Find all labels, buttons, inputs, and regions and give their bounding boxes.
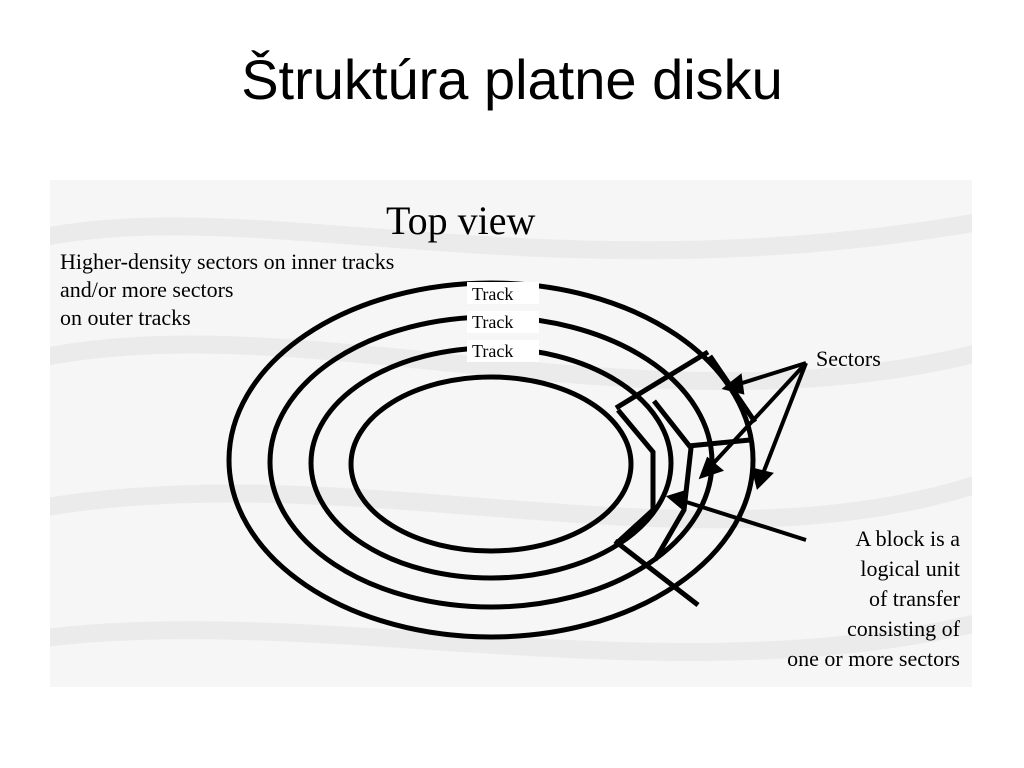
sector-boundary-upper xyxy=(614,349,710,411)
track-label-inner: Track xyxy=(472,341,513,361)
block-note-line-4: consisting of xyxy=(847,616,961,641)
track-labels: Track Track Track xyxy=(467,282,539,362)
background-swirls xyxy=(50,213,972,662)
track-label-middle: Track xyxy=(472,312,513,332)
block-note-line-2: logical unit xyxy=(860,556,960,581)
block-arrow xyxy=(665,489,807,542)
block-note-line-3: of transfer xyxy=(869,586,961,611)
sector-boundary-mid xyxy=(687,437,751,449)
block-note-line-1: A block is a xyxy=(856,526,961,551)
density-note-line-2: and/or more sectors xyxy=(60,277,234,302)
sectors-label: Sectors xyxy=(816,346,881,371)
innermost-track-ring xyxy=(348,374,634,554)
block-note-line-5: one or more sectors xyxy=(787,646,960,671)
density-note-line-1: Higher-density sectors on inner tracks xyxy=(60,249,394,274)
sectors-arrows xyxy=(698,361,808,490)
slide-title: Štruktúra platne disku xyxy=(241,48,783,111)
sector-boundaries xyxy=(613,349,758,607)
track-label-outer: Track xyxy=(472,284,513,304)
block-outline-outer xyxy=(652,399,694,562)
disk-platter-diagram: Top view Higher-density sectors on inner… xyxy=(50,198,972,671)
block-outline xyxy=(616,408,656,544)
density-note-line-3: on outer tracks xyxy=(60,305,191,330)
disk-platter-figure: Top view Higher-density sectors on inner… xyxy=(50,180,972,687)
diagram-heading: Top view xyxy=(386,198,536,243)
sector-boundary-lower xyxy=(613,539,700,607)
